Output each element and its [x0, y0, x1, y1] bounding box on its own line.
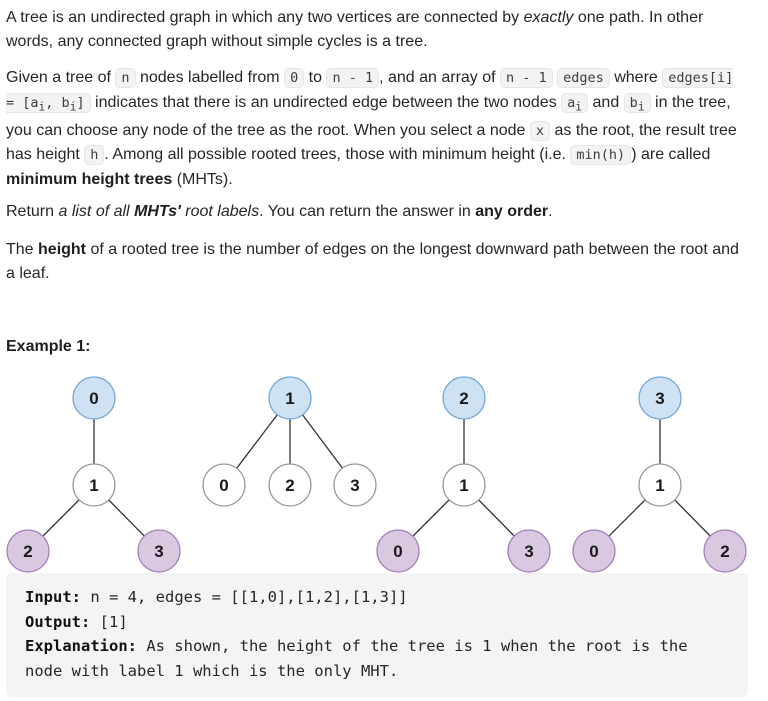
tree-node-3: 3 [507, 529, 551, 573]
bold-mht: minimum height trees [6, 170, 173, 188]
tree-node-0: 0 [202, 463, 246, 507]
node-circle [268, 463, 312, 507]
node-label: 1 [655, 476, 664, 495]
node-circle [638, 376, 682, 420]
code-n: n [115, 68, 136, 88]
node-circle [376, 529, 420, 573]
text: ) are called [631, 146, 711, 164]
emphasis-exactly: exactly [523, 9, 574, 26]
tree-node-1: 1 [442, 463, 486, 507]
node-label: 0 [589, 542, 598, 561]
node-label: 2 [720, 542, 729, 561]
bold-height: height [38, 241, 87, 258]
node-label: 1 [89, 476, 98, 495]
tree-node-0: 0 [572, 529, 616, 573]
code-min-h: min(h) [570, 145, 632, 166]
tree-node-3: 3 [137, 529, 181, 573]
node-circle [507, 529, 551, 573]
code-x: x [529, 120, 551, 141]
node-label: 2 [285, 476, 294, 495]
node-label: 1 [459, 476, 468, 495]
node-circle [333, 463, 377, 507]
node-label: 3 [524, 542, 533, 561]
code-ai: ai [561, 92, 589, 113]
text: , and an array of [379, 69, 501, 86]
definition-paragraph: A tree is an undirected graph in which a… [6, 6, 746, 53]
text: indicates that there is an undirected ed… [90, 93, 562, 111]
node-circle [202, 463, 246, 507]
node-circle [72, 376, 116, 420]
code-edges: edges [557, 68, 610, 88]
text: nodes labelled from [135, 69, 285, 86]
example-output: Output: [1] [25, 612, 128, 631]
node-label: 0 [393, 542, 402, 561]
node-circle [268, 376, 312, 420]
text: (MHTs). [172, 170, 233, 188]
tree-node-2: 2 [6, 529, 50, 573]
node-label: 3 [350, 476, 359, 495]
bold-any-order: any order [475, 203, 549, 220]
tree-node-1: 1 [268, 376, 312, 420]
text: to [304, 69, 327, 86]
node-label: 2 [23, 542, 32, 561]
text: . Among all possible rooted trees, those… [104, 146, 571, 164]
node-circle [703, 529, 747, 573]
node-label: 3 [655, 389, 664, 408]
node-circle [442, 463, 486, 507]
node-label: 1 [285, 389, 294, 408]
tree-node-2: 2 [268, 463, 312, 507]
code-n-minus-1: n - 1 [326, 68, 380, 88]
code-h: h [84, 145, 105, 166]
example-title: Example 1: [6, 338, 91, 355]
node-circle [72, 463, 116, 507]
text: where [609, 69, 663, 86]
node-circle [137, 529, 181, 573]
tree-node-0: 0 [72, 376, 116, 420]
example-input: Input: n = 4, edges = [[1,0],[1,2],[1,3]… [25, 588, 408, 606]
node-circle [442, 376, 486, 420]
problem-paragraph: Given a tree of n nodes labelled from 0 … [6, 66, 746, 191]
text: in the tree, you can choose any node of … [6, 93, 731, 139]
tree-node-3: 3 [638, 376, 682, 420]
node-label: 0 [89, 389, 98, 408]
return-paragraph: Return a list of all MHTs' root labels. … [6, 203, 553, 220]
tree-node-2: 2 [442, 376, 486, 420]
text: and [588, 93, 624, 111]
example-explanation: Explanation: As shown, the height of the… [25, 637, 697, 680]
text: A tree is an undirected graph in which a… [6, 9, 524, 26]
mht-diagram: 0 1 2 3 1 0 2 3 2 1 0 3 3 1 0 2 [6, 376, 747, 573]
code-n-minus-1: n - 1 [500, 68, 553, 88]
tree-node-1: 1 [72, 463, 116, 507]
tree-node-1: 1 [638, 463, 682, 507]
code-zero: 0 [284, 68, 305, 88]
node-circle [6, 529, 50, 573]
text: one path. In other words, any connected … [6, 9, 704, 50]
tree-node-2: 2 [703, 529, 747, 573]
tree-node-3: 3 [333, 463, 377, 507]
height-paragraph: The height of a rooted tree is the numbe… [6, 241, 739, 282]
code-bi: bi [623, 92, 651, 113]
tree-node-0: 0 [376, 529, 420, 573]
node-label: 3 [154, 542, 163, 561]
node-label: 0 [219, 476, 228, 495]
example-box: Input: n = 4, edges = [[1,0],[1,2],[1,3]… [6, 573, 748, 697]
text: as the root, the result tree has height [6, 121, 737, 164]
text: Given a tree of [6, 69, 116, 86]
node-circle [638, 463, 682, 507]
node-label: 2 [459, 389, 468, 408]
node-circle [572, 529, 616, 573]
